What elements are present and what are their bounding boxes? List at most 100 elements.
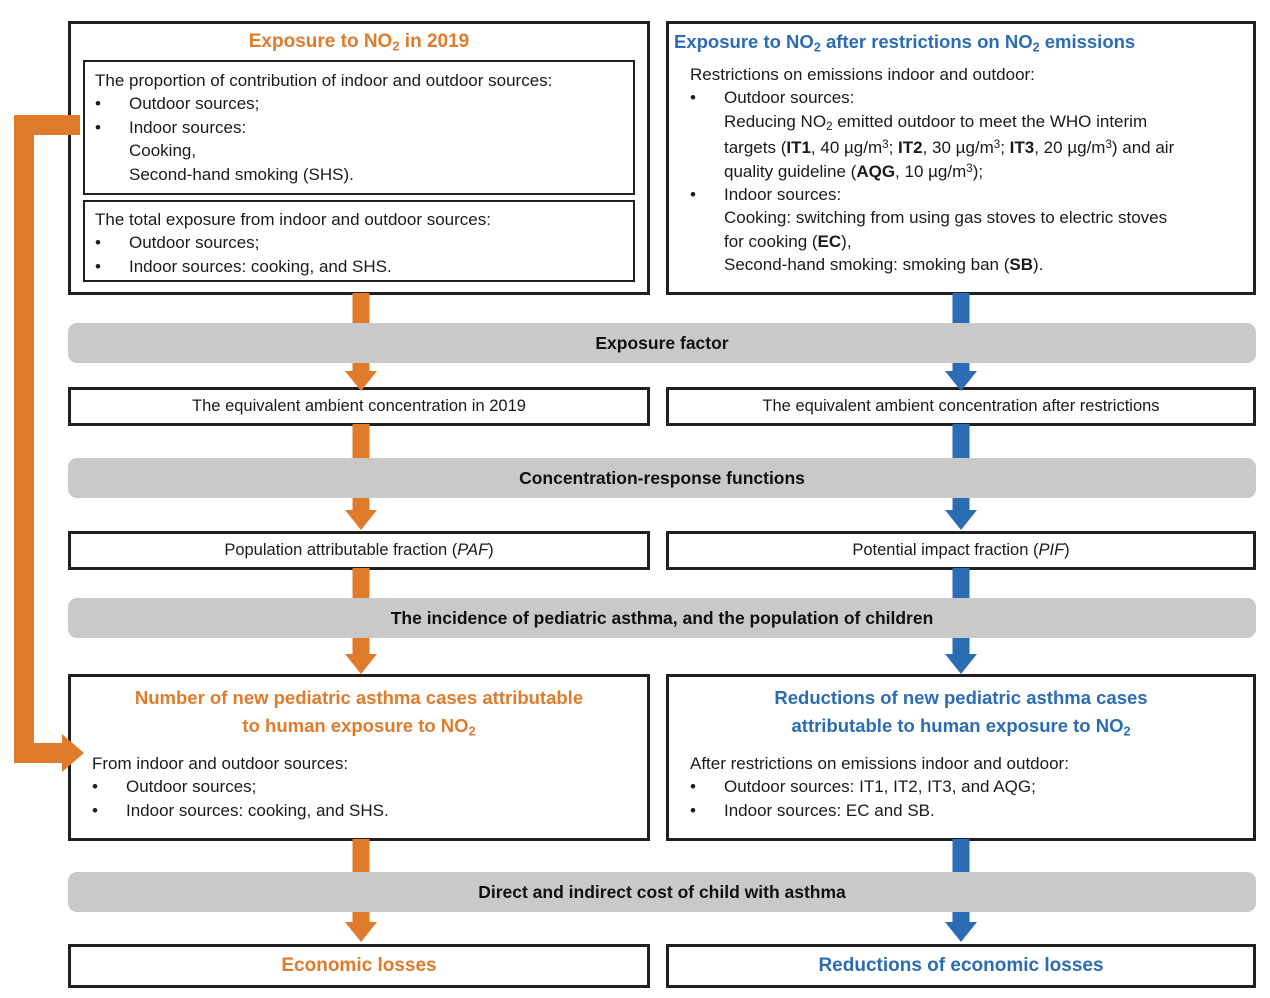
left-paf-post: ) (488, 541, 494, 559)
right-heading-subscript-1: 2 (813, 40, 821, 55)
left-total-intro: The total exposure from indoor and outdo… (95, 210, 491, 229)
right-shs-pre: Second-hand smoking: smoking ban ( (724, 255, 1010, 275)
band-direct-indirect-cost-label: Direct and indirect cost of child with a… (478, 881, 846, 902)
bullet-icon (690, 799, 724, 822)
left-outcome-heading-subscript: 2 (468, 724, 476, 739)
right-aqg-value: , 10 µg/m (895, 161, 967, 181)
left-outcome-heading: Number of new pediatric asthma cases att… (80, 684, 638, 741)
right-heading-post: emissions (1039, 31, 1136, 52)
right-heading-pre: Exposure to NO (674, 31, 814, 52)
right-it1-label: IT1 (786, 138, 811, 158)
right-reduce-post: emitted outdoor to meet the WHO interim (832, 111, 1148, 131)
feedback-loop-vertical-segment (14, 115, 34, 763)
band-concentration-response-label: Concentration-response functions (519, 467, 805, 488)
right-targets-tail: ) and air (1111, 138, 1175, 158)
right-ec-label: EC (817, 231, 842, 251)
right-aqg-superscript: 3 (966, 162, 973, 175)
right-economic-losses-label: Reductions of economic losses (818, 955, 1104, 977)
bullet-icon (92, 799, 126, 822)
right-reduce-subscript: 2 (826, 121, 833, 134)
right-reduce-pre: Reducing NO (724, 111, 827, 131)
right-outcome-intro: After restrictions on emissions indoor a… (690, 754, 1069, 773)
right-it3-superscript: 3 (1105, 139, 1112, 152)
left-equivalent-concentration-label: The equivalent ambient concentration in … (192, 397, 526, 415)
right-it2-label: IT2 (898, 138, 923, 158)
bullet-icon (690, 775, 724, 798)
right-cooking-post-pre: for cooking ( (724, 231, 818, 251)
right-sb-label: SB (1009, 255, 1034, 275)
bullet-icon (95, 92, 129, 115)
left-proportion-outdoor: Outdoor sources; (129, 94, 260, 114)
feedback-loop-bottom-segment (14, 743, 66, 763)
right-equivalent-concentration-label: The equivalent ambient concentration aft… (762, 397, 1160, 415)
right-it1-superscript: 3 (882, 139, 889, 152)
right-it2-superscript: 3 (993, 139, 1001, 152)
right-it3-label: IT3 (1009, 138, 1035, 158)
bullet-icon (95, 116, 129, 139)
left-outcome-box (68, 674, 650, 841)
left-heading-pre: Exposure to NO (248, 31, 393, 52)
band-incidence-population: The incidence of pediatric asthma, and t… (68, 598, 1256, 638)
band-exposure-factor-label: Exposure factor (595, 332, 729, 353)
left-proportion-intro: The proportion of contribution of indoor… (95, 71, 553, 90)
right-outcome-outdoor: Outdoor sources: IT1, IT2, IT3, and AQG; (724, 777, 1036, 797)
right-cooking-pre: Cooking: switching from using gas stoves… (724, 208, 1168, 228)
left-proportion-shs: Second-hand smoking (SHS). (129, 164, 354, 184)
right-pif-post: ) (1064, 541, 1070, 559)
right-outcome-text: After restrictions on emissions indoor a… (690, 752, 1245, 822)
left-outcome-heading-line2: to human exposure to NO (242, 714, 469, 736)
left-total-outdoor: Outdoor sources; (129, 233, 260, 253)
right-heading-subscript-2: 2 (1032, 40, 1040, 55)
left-economic-losses-label: Economic losses (281, 955, 437, 977)
left-outcome-outdoor: Outdoor sources; (126, 777, 257, 797)
left-total-exposure-box (83, 200, 635, 282)
right-shs-tail: ). (1033, 255, 1044, 275)
left-paf-box: Population attributable fraction (PAF) (68, 531, 650, 570)
right-restrictions-text: Restrictions on emissions indoor and out… (690, 63, 1250, 277)
left-outcome-text: From indoor and outdoor sources: Outdoor… (92, 752, 637, 822)
left-proportion-indoor: Indoor sources: (129, 117, 247, 137)
right-outcome-heading-subscript: 2 (1123, 724, 1131, 739)
left-outcome-indoor: Indoor sources: cooking, and SHS. (126, 800, 389, 820)
right-aqg-label: AQG (856, 161, 896, 181)
right-heading-mid: after restrictions on NO (820, 31, 1033, 52)
left-paf-pre: Population attributable fraction ( (224, 541, 458, 559)
left-total-exposure-text: The total exposure from indoor and outdo… (95, 208, 630, 278)
right-economic-losses-box: Reductions of economic losses (666, 944, 1256, 988)
bullet-icon (690, 183, 724, 206)
left-total-indoor: Indoor sources: cooking, and SHS. (129, 256, 392, 276)
band-concentration-response-functions: Concentration-response functions (68, 458, 1256, 498)
left-proportion-box (83, 60, 635, 195)
left-panel-heading: Exposure to NO2 in 2019 (68, 30, 650, 55)
right-pif-box: Potential impact fraction (PIF) (666, 531, 1256, 570)
right-targets-label: targets ( (724, 138, 787, 158)
bullet-icon (95, 255, 129, 278)
bullet-icon (95, 231, 129, 254)
left-outcome-heading-line1: Number of new pediatric asthma cases att… (134, 687, 584, 708)
right-outdoor-label: Outdoor sources: (724, 88, 855, 108)
left-proportion-cooking: Cooking, (129, 141, 197, 161)
right-restrictions-intro: Restrictions on emissions indoor and out… (690, 65, 1035, 84)
feedback-loop-arrowhead-icon (62, 734, 84, 772)
right-aqg-tail: ); (972, 161, 984, 181)
right-aqg-pre: quality guideline ( (724, 161, 857, 181)
band-direct-indirect-cost: Direct and indirect cost of child with a… (68, 872, 1256, 912)
bullet-icon (690, 86, 724, 109)
right-cooking-post-tail: ), (841, 231, 852, 251)
right-indoor-label: Indoor sources: (724, 185, 842, 204)
bullet-icon (92, 775, 126, 798)
right-pif-pre: Potential impact fraction ( (852, 541, 1039, 559)
right-exposure-panel (666, 21, 1256, 295)
right-it1-value: , 40 µg/m (810, 138, 883, 158)
left-heading-post: in 2019 (399, 31, 470, 52)
right-it3-value: , 20 µg/m (1034, 138, 1106, 158)
left-economic-losses-box: Economic losses (68, 944, 650, 988)
left-paf-abbrev: PAF (457, 541, 489, 559)
right-panel-heading: Exposure to NO2 after restrictions on NO… (674, 30, 1252, 56)
right-it2-value: , 30 µg/m (922, 138, 994, 158)
right-outcome-heading-line2: attributable to human exposure to NO (791, 714, 1124, 736)
right-outcome-heading-line1: Reductions of new pediatric asthma cases (774, 687, 1148, 708)
left-proportion-text: The proportion of contribution of indoor… (95, 69, 630, 186)
left-heading-subscript: 2 (392, 38, 400, 54)
